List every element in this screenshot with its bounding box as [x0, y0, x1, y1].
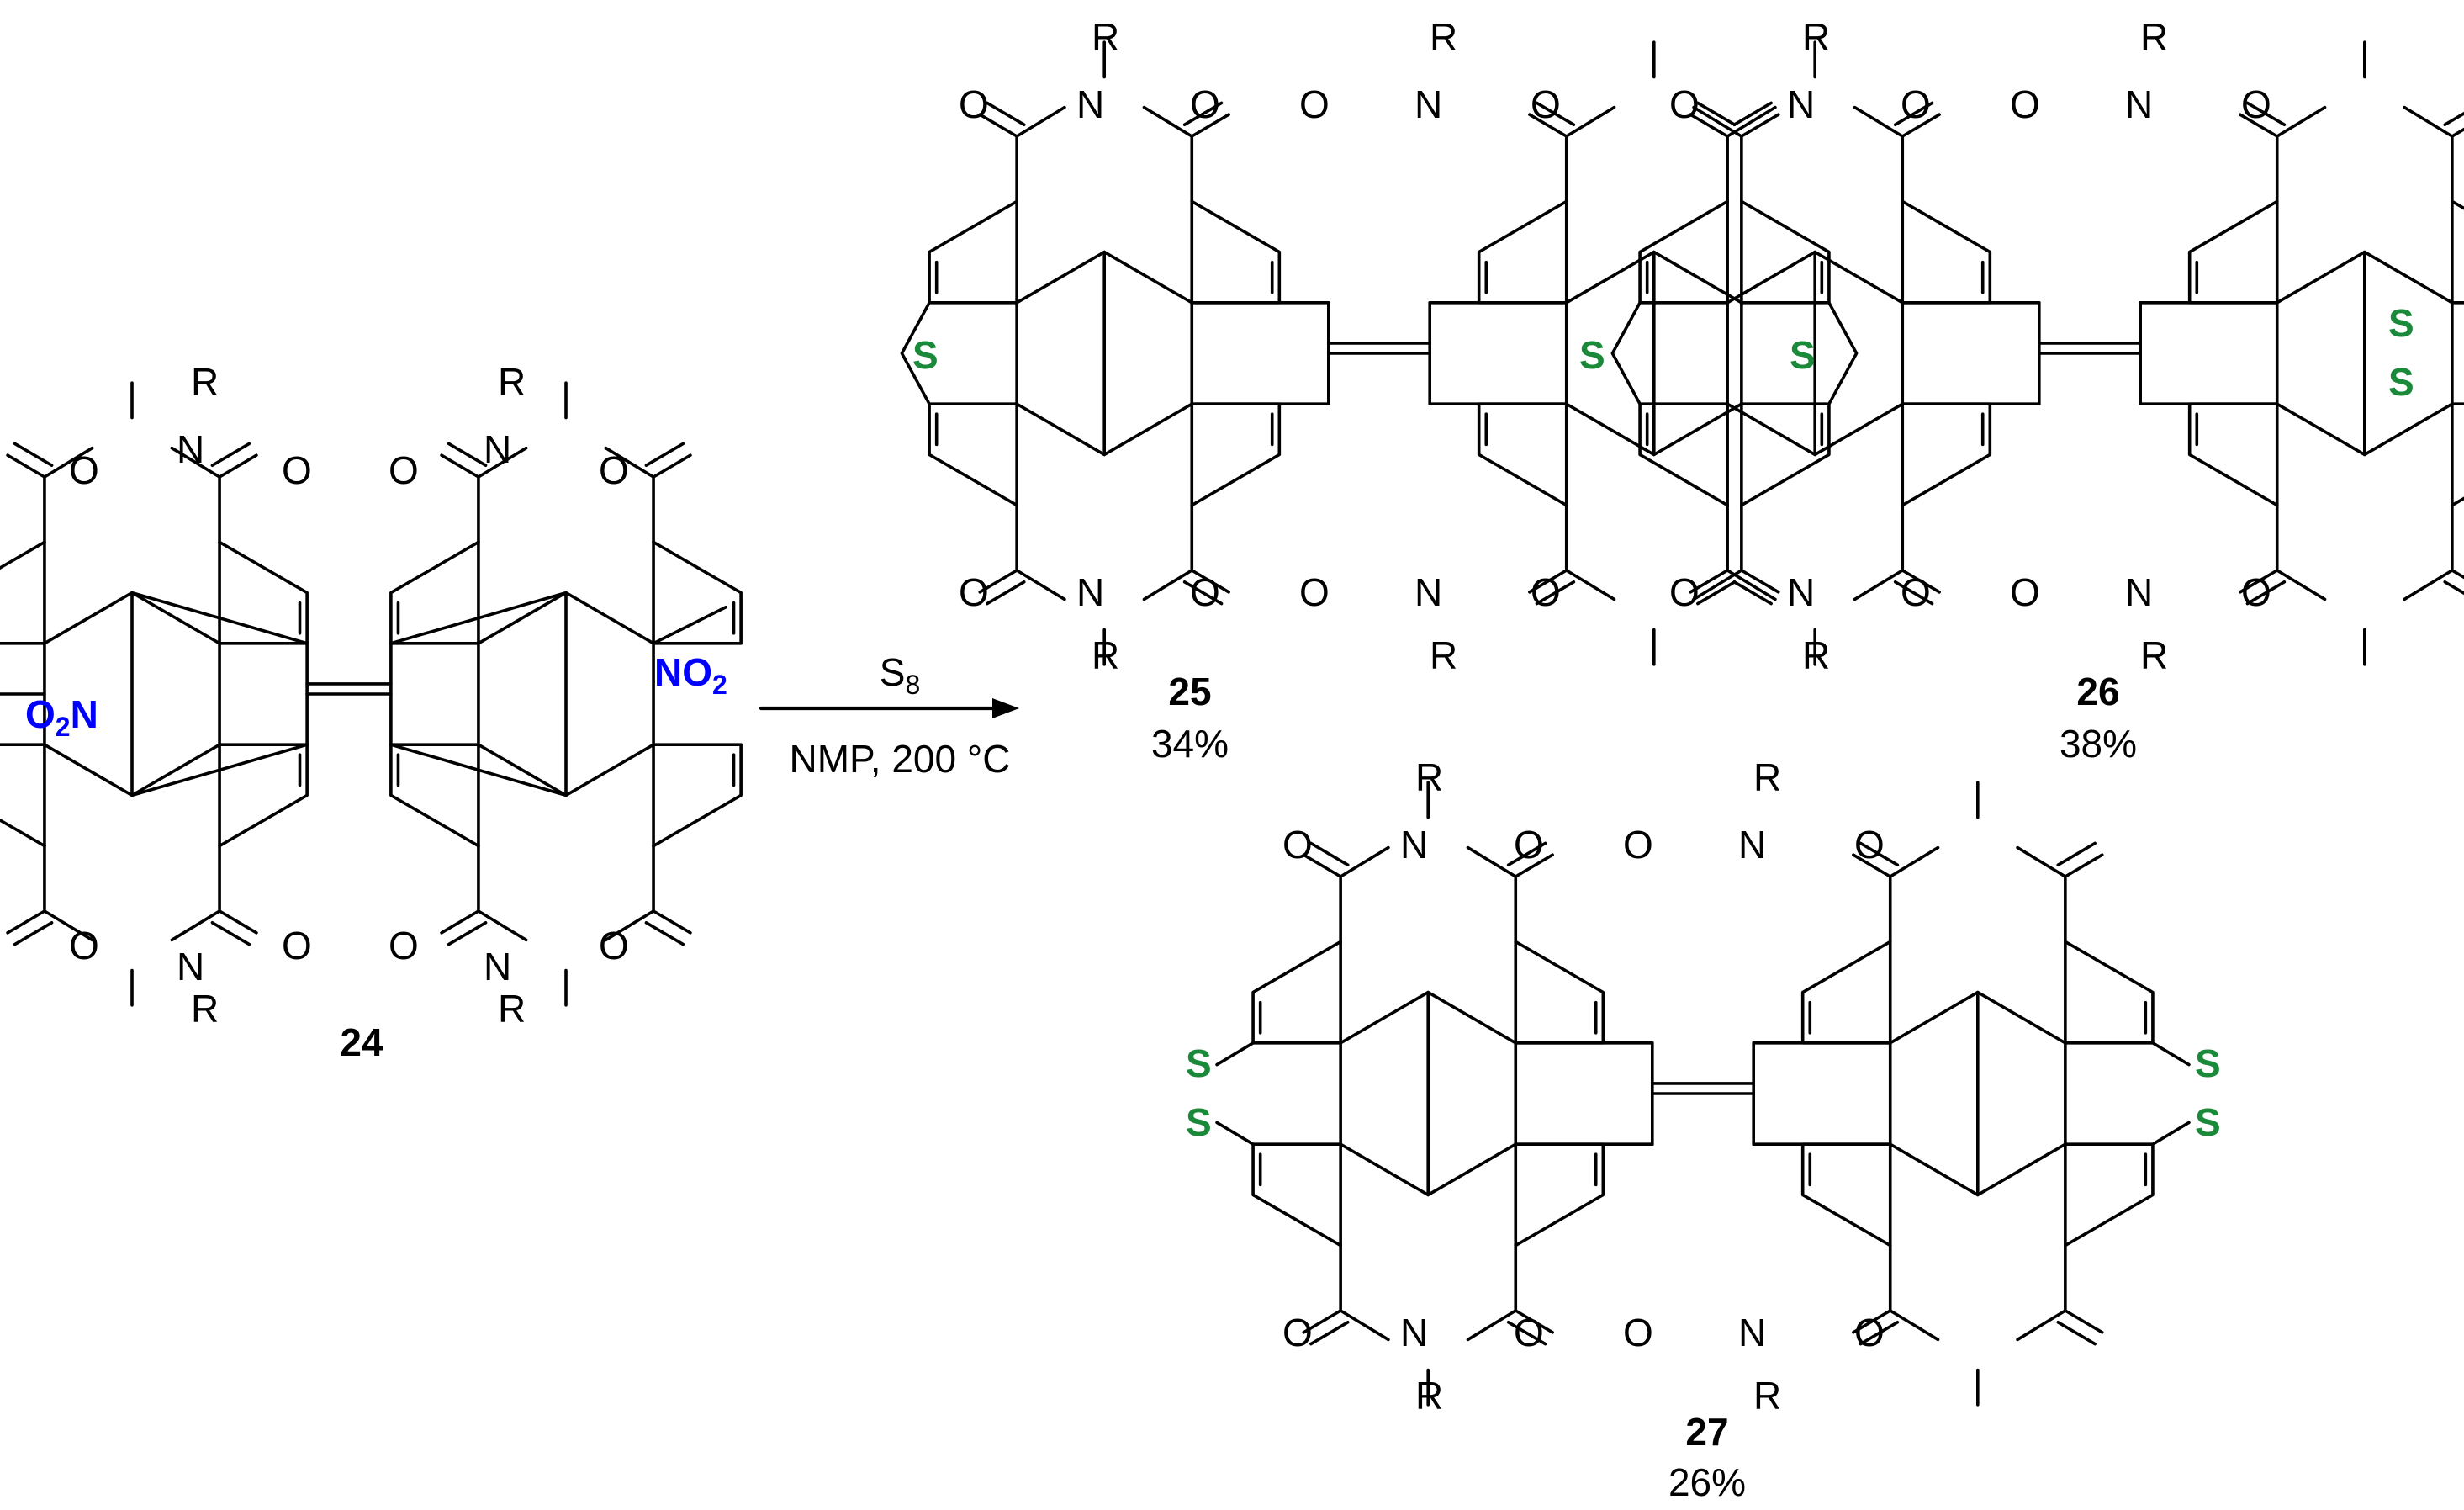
atom-o: O — [1282, 823, 1313, 866]
atom-n: N — [1076, 82, 1104, 126]
atom-o: O — [389, 924, 419, 967]
compound-label-27: 27 — [1685, 1410, 1728, 1454]
atom-o: O — [282, 924, 312, 967]
sulfur-atom: S — [2195, 1100, 2221, 1144]
sulfur-atom: S — [1579, 333, 1605, 377]
atom-n: N — [177, 945, 204, 988]
atom-o: O — [1901, 82, 1931, 126]
sulfur-atom: S — [912, 333, 939, 377]
atom-r: R — [1092, 633, 1119, 677]
sulfur-atom: S — [2195, 1041, 2221, 1085]
atom-n: N — [1414, 82, 1442, 126]
atom-o: O — [1299, 82, 1330, 126]
atom-n: N — [1738, 1311, 1766, 1354]
atom-r: R — [1430, 15, 1457, 59]
atom-r: R — [1430, 633, 1457, 677]
atom-r: R — [1802, 633, 1830, 677]
atom-r: R — [1415, 755, 1443, 799]
atom-n: N — [1787, 570, 1815, 614]
atom-o: O — [1854, 823, 1885, 866]
atom-r: R — [498, 360, 526, 404]
atom-n: N — [177, 427, 204, 471]
compound-26 — [1610, 40, 2464, 666]
nitro-group-left: O2N — [25, 692, 98, 742]
conditions-label: NMP, 200 °C — [790, 737, 1011, 781]
reaction-arrow — [759, 698, 1019, 718]
atom-o: O — [69, 448, 99, 492]
compound-label-24: 24 — [340, 1020, 383, 1064]
atom-o: O — [1282, 1311, 1313, 1354]
atom-o: O — [599, 448, 629, 492]
atom-o: O — [1623, 823, 1653, 866]
sulfur-labels-27: S S S S — [1186, 1041, 2221, 1144]
atom-r: R — [2140, 633, 2168, 677]
atom-labels-27: R N O O R N O O O N O R O N O R — [1282, 755, 1885, 1417]
atom-r: R — [1415, 1374, 1443, 1417]
sulfur-labels-26: S S S — [1790, 301, 2414, 404]
sulfur-atom: S — [2388, 360, 2414, 404]
atom-n: N — [484, 427, 511, 471]
atom-n: N — [1787, 82, 1815, 126]
atom-o: O — [2010, 570, 2040, 614]
atom-o: O — [2241, 570, 2271, 614]
atom-r: R — [191, 987, 219, 1031]
atom-n: N — [2125, 82, 2153, 126]
atom-o: O — [69, 924, 99, 967]
compound-27 — [1215, 781, 2191, 1407]
reagent-label: S8 — [880, 650, 920, 700]
atom-n: N — [1076, 570, 1104, 614]
atom-o: O — [2241, 82, 2271, 126]
atom-o: O — [959, 82, 989, 126]
atom-o: O — [389, 448, 419, 492]
atom-labels-24: R N O O R N O O O N O R O N O R — [69, 360, 629, 1031]
sulfur-atom: S — [1186, 1100, 1212, 1144]
atom-o: O — [599, 924, 629, 967]
atom-n: N — [1400, 1311, 1428, 1354]
compound-label-26: 26 — [2076, 670, 2119, 713]
atom-o: O — [1190, 570, 1220, 614]
atom-n: N — [1414, 570, 1442, 614]
atom-o: O — [1299, 570, 1330, 614]
atom-r: R — [1753, 755, 1781, 799]
atom-r: R — [1092, 15, 1119, 59]
atom-o: O — [1514, 823, 1544, 866]
atom-o: O — [1190, 82, 1220, 126]
compound-label-25: 25 — [1168, 670, 1211, 713]
atom-o: O — [2010, 82, 2040, 126]
atom-n: N — [1738, 823, 1766, 866]
compound-25 — [900, 40, 1859, 666]
nitro-group-right: NO2 — [654, 650, 727, 700]
atom-r: R — [1753, 1374, 1781, 1417]
atom-labels-25: R N O O R N O O O N O R O N O R — [959, 15, 1561, 677]
atom-o: O — [1623, 1311, 1653, 1354]
atom-o: O — [959, 570, 989, 614]
sulfur-atom: S — [1186, 1041, 1212, 1085]
atom-n: N — [484, 945, 511, 988]
atom-labels-26: R N O O R N O O O N O R O N O R — [1669, 15, 2271, 677]
sulfur-atom: S — [1790, 333, 1816, 377]
atom-n: N — [1400, 823, 1428, 866]
yield-label-27: 26% — [1668, 1460, 1746, 1504]
atom-o: O — [1669, 82, 1700, 126]
sulfur-labels-25: S S — [912, 333, 1605, 377]
atom-n: N — [2125, 570, 2153, 614]
sulfur-atom: S — [2388, 301, 2414, 345]
atom-r: R — [498, 987, 526, 1031]
compound-24 — [0, 381, 743, 1007]
atom-o: O — [1854, 1311, 1885, 1354]
atom-o: O — [282, 448, 312, 492]
atom-o: O — [1901, 570, 1931, 614]
atom-o: O — [1669, 570, 1700, 614]
atom-r: R — [2140, 15, 2168, 59]
yield-label-25: 34% — [1151, 722, 1229, 766]
atom-o: O — [1531, 570, 1561, 614]
atom-o: O — [1514, 1311, 1544, 1354]
yield-label-26: 38% — [2060, 722, 2137, 766]
atom-r: R — [191, 360, 219, 404]
atom-o: O — [1531, 82, 1561, 126]
atom-r: R — [1802, 15, 1830, 59]
